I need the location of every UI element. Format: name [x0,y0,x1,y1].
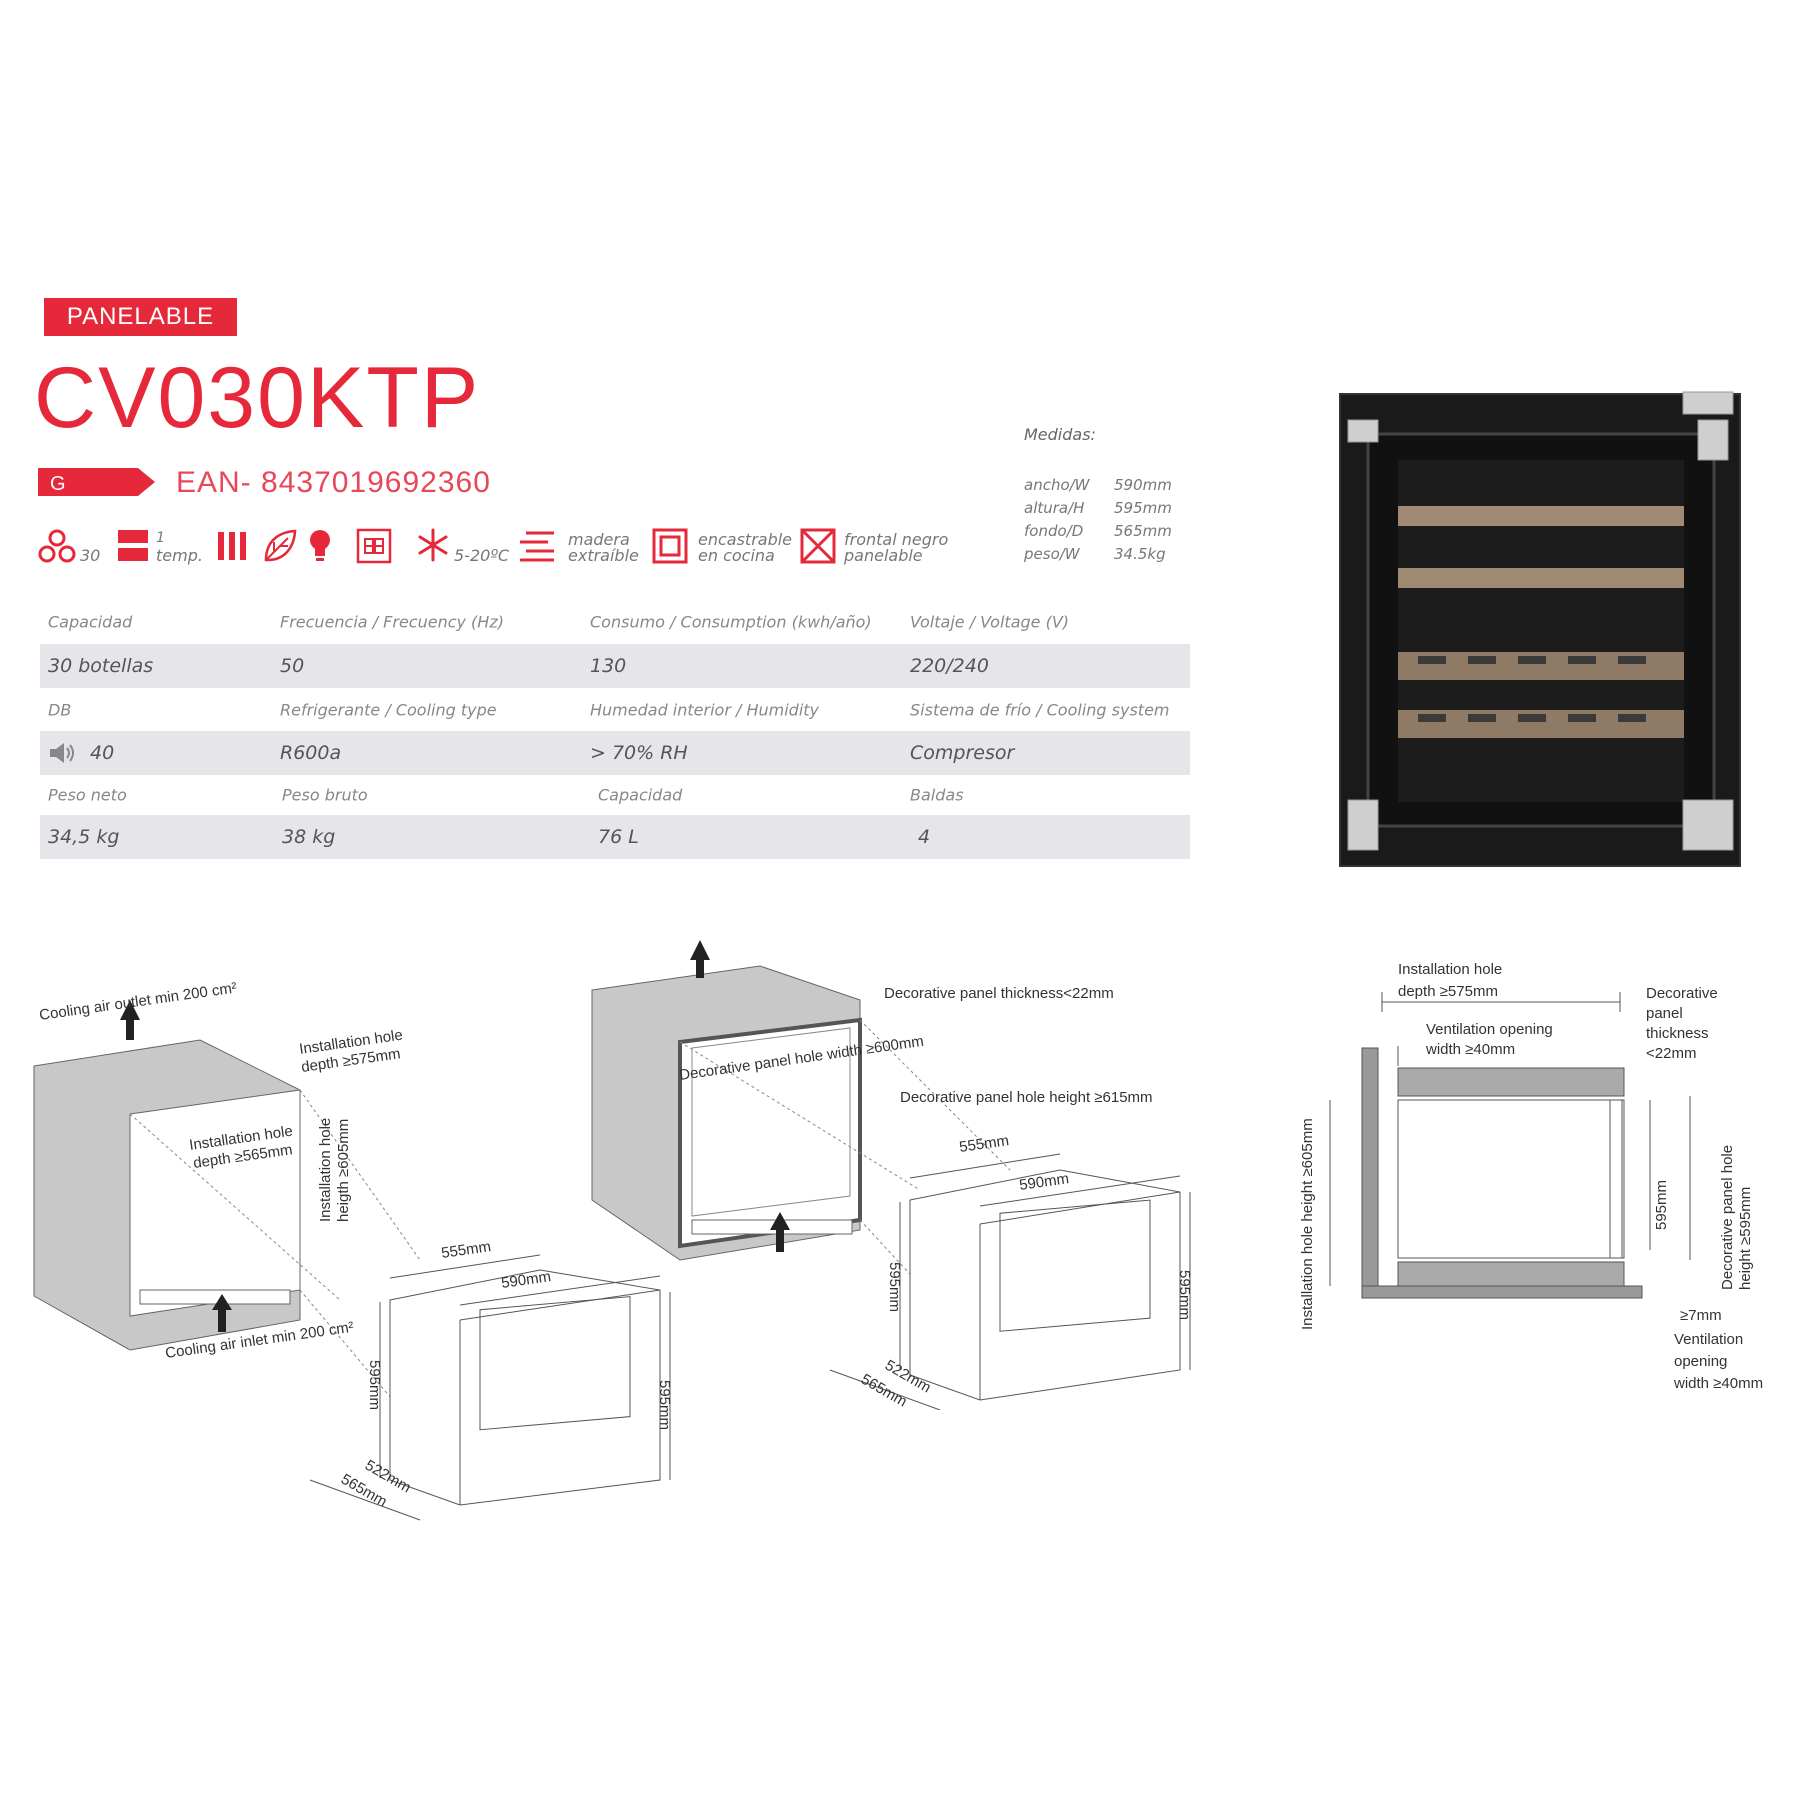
svg-text:Decorative panel hole height ≥: Decorative panel hole height ≥615mm [900,1089,1153,1106]
installation-diagram-1: Cooling air outlet min 200 cm² Cooling a… [33,979,673,1521]
spec-value-row: 34,5 kg 38 kg 76 L 4 [40,815,1190,859]
svg-text:≥7mm: ≥7mm [1680,1307,1722,1324]
svg-text:595mm: 595mm [366,1360,383,1410]
light-bulb-icon [310,530,330,561]
spec-value-row: 30 botellas 50 130 220/240 [40,644,1190,688]
black-front-panel-icon [800,528,836,564]
model-title: CV030KTP [34,350,481,446]
spec-value-row: 40 R600a > 70% RH Compresor [40,731,1190,775]
temperature-zone-icon [118,530,148,561]
svg-text:depth ≥575mm: depth ≥575mm [1398,983,1498,1000]
wood-line-1: madera [568,530,630,549]
svg-text:panel: panel [1646,1005,1683,1022]
spec-label-row: Capacidad Frecuencia / Frecuency (Hz) Co… [48,612,1070,632]
spec-label-row: DB Refrigerante / Cooling type Humedad i… [48,700,1170,720]
temp-range: 5-20ºC [454,546,510,565]
temp-word: temp. [156,546,203,565]
front-line-2: panelable [844,546,923,565]
svg-text:thickness: thickness [1646,1025,1709,1042]
ean-code: EAN- 8437019692360 [176,466,491,499]
energy-class-label: G [50,473,66,495]
builtin-line-1: encastrable [698,530,793,549]
svg-text:Decorative panel hole: Decorative panel hole [1719,1145,1736,1290]
svg-text:595mm: 595mm [1176,1270,1193,1320]
svg-text:Installation hole height ≥605m: Installation hole height ≥605mm [1299,1118,1316,1330]
eco-leaf-icon [264,529,297,562]
feature-icons: 30 1 temp. 5-20ºC [38,524,998,574]
energy-class-badge: G [38,468,155,496]
svg-text:Decorative panel thickness<22: Decorative panel thickness<22mm [884,985,1114,1002]
measures-title: Medidas: [1024,425,1096,444]
svg-text:Installation hole: Installation hole [317,1118,334,1222]
svg-text:Installation hole: Installation hole [1398,961,1502,978]
wood-line-2: extraíble [568,546,639,565]
svg-text:590mm: 590mm [1018,1170,1070,1194]
shelves-icon [218,532,246,560]
front-line-1: frontal negro [844,530,949,549]
svg-text:heigth ≥605mm: heigth ≥605mm [335,1119,352,1222]
svg-text:555mm: 555mm [440,1238,492,1262]
temp-number: 1 [156,530,165,546]
svg-text:555mm: 555mm [958,1132,1010,1156]
panelable-badge: PANELABLE [44,298,237,336]
svg-text:595mm: 595mm [1653,1180,1670,1230]
svg-text:Decorative: Decorative [1646,985,1718,1002]
wood-shelf-icon [520,531,554,562]
built-in-icon [652,528,688,564]
svg-text:height ≥595mm: height ≥595mm [1737,1187,1754,1290]
bottles-count: 30 [80,546,101,565]
svg-text:opening: opening [1674,1353,1727,1370]
speaker-icon [48,741,78,765]
svg-text:Ventilation: Ventilation [1674,1331,1743,1348]
svg-text:Ventilation opening: Ventilation opening [1426,1021,1553,1038]
builtin-line-2: en cocina [698,546,775,565]
svg-text:595mm: 595mm [886,1262,903,1312]
bottles-icon [38,529,76,563]
installation-diagram-3: Installation hole depth ≥575mm Ventilati… [1299,961,1763,1392]
spec-label-row: Peso neto Peso bruto Capacidad Baldas [48,785,964,805]
installation-diagram-2: Decorative panel thickness<22mm Decorati… [591,940,1193,1410]
svg-text:width ≥40mm: width ≥40mm [1425,1041,1515,1058]
snowflake-icon [418,528,448,562]
digital-display-icon [356,528,392,564]
svg-text:width ≥40mm: width ≥40mm [1673,1375,1763,1392]
svg-text:595mm: 595mm [656,1380,673,1430]
product-photo [1339,391,1741,867]
svg-text:<22mm: <22mm [1646,1045,1696,1062]
svg-text:590mm: 590mm [500,1268,552,1292]
